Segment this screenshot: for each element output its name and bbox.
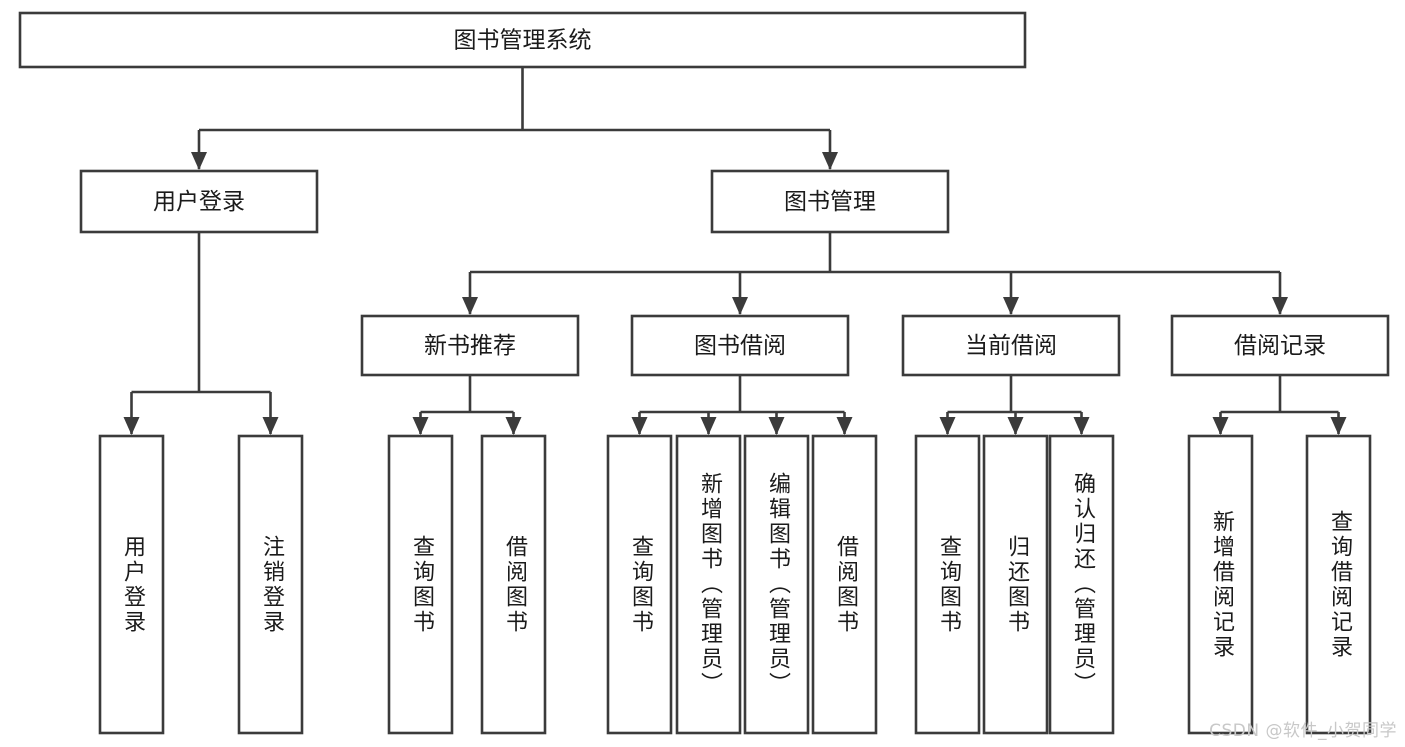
arrow-head-icon bbox=[262, 417, 279, 435]
arrow-head-icon bbox=[732, 297, 748, 315]
arrow-head-icon bbox=[1073, 417, 1090, 435]
node-root[interactable] bbox=[18, 11, 1027, 69]
arrow-head-icon bbox=[1007, 417, 1024, 435]
arrow-head-icon bbox=[1212, 417, 1229, 435]
node-borrow-record[interactable] bbox=[1170, 314, 1390, 377]
node-user-login[interactable] bbox=[79, 169, 319, 234]
arrow-head-icon bbox=[1330, 417, 1347, 435]
node-book-borrow-label: 图书借阅 bbox=[694, 333, 786, 359]
node-leaf-query-book-1[interactable] bbox=[387, 434, 454, 735]
node-leaf-return-book[interactable] bbox=[982, 434, 1049, 735]
arrow-head-icon bbox=[822, 152, 838, 170]
node-leaf-query-record[interactable] bbox=[1305, 434, 1372, 735]
node-leaf-add-record[interactable] bbox=[1187, 434, 1254, 735]
node-leaf-borrow-book-2[interactable] bbox=[811, 434, 878, 735]
arrow-head-icon bbox=[462, 297, 478, 315]
arrow-head-icon bbox=[1003, 297, 1019, 315]
node-user-login-label: 用户登录 bbox=[153, 189, 245, 215]
arrow-head-icon bbox=[412, 417, 429, 435]
arrow-head-icon bbox=[631, 417, 648, 435]
node-current-borrow[interactable] bbox=[901, 314, 1121, 377]
arrow-head-icon bbox=[191, 152, 207, 170]
node-root-label: 图书管理系统 bbox=[454, 28, 592, 54]
node-leaf-query-book-2[interactable] bbox=[606, 434, 673, 735]
node-new-book-rec-label: 新书推荐 bbox=[424, 333, 516, 359]
connector-group bbox=[123, 67, 1347, 435]
node-leaf-edit-book[interactable] bbox=[743, 434, 810, 735]
arrow-head-icon bbox=[768, 417, 785, 435]
arrow-head-icon bbox=[1272, 297, 1288, 315]
node-leaf-logout[interactable] bbox=[237, 434, 304, 735]
arrow-head-icon bbox=[123, 417, 140, 435]
arrow-head-icon bbox=[939, 417, 956, 435]
node-book-borrow[interactable] bbox=[630, 314, 850, 377]
node-book-manage-label: 图书管理 bbox=[784, 189, 876, 215]
arrow-head-icon bbox=[505, 417, 522, 435]
node-leaf-query-book-3[interactable] bbox=[914, 434, 981, 735]
node-leaf-borrow-book-1[interactable] bbox=[480, 434, 547, 735]
node-new-book-rec[interactable] bbox=[360, 314, 580, 377]
node-book-manage[interactable] bbox=[710, 169, 950, 234]
watermark-text: CSDN @软件_小贺同学 bbox=[1209, 721, 1397, 741]
arrow-head-icon bbox=[700, 417, 717, 435]
node-current-borrow-label: 当前借阅 bbox=[965, 333, 1057, 359]
node-borrow-record-label: 借阅记录 bbox=[1234, 333, 1326, 359]
node-leaf-confirm-return[interactable] bbox=[1048, 434, 1115, 735]
node-leaf-add-book[interactable] bbox=[675, 434, 742, 735]
arrow-head-icon bbox=[836, 417, 853, 435]
node-leaf-user-login[interactable] bbox=[98, 434, 165, 735]
